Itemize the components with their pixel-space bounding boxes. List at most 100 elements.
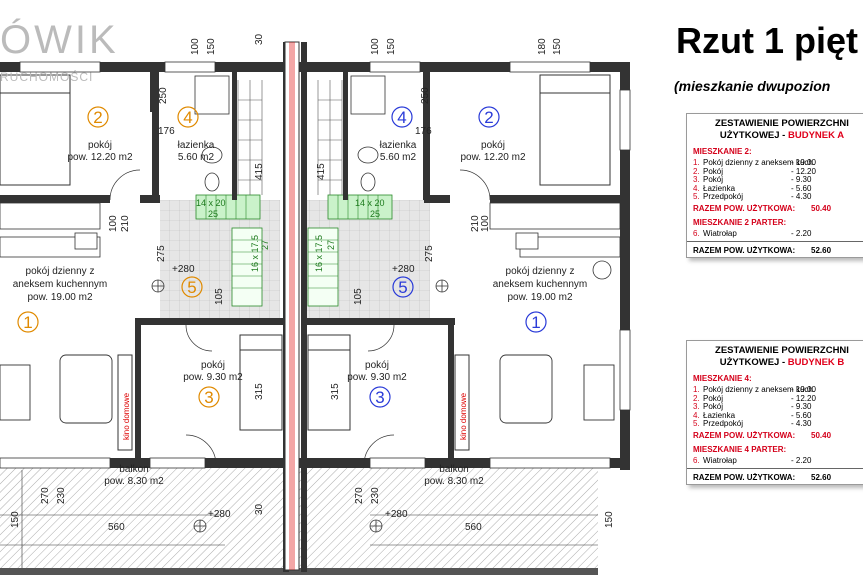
staircase-left xyxy=(195,194,263,307)
stair-label: 27 xyxy=(326,240,336,250)
dim-label: 270 xyxy=(354,487,365,504)
section-label: MIESZKANIE 2: xyxy=(693,147,752,156)
room-area: 5.60 m2 xyxy=(380,152,417,163)
room-area: pow. 12.20 m2 xyxy=(67,152,132,163)
area-row: 1.Pokój dzienny z aneksem kuch.- 19.00 xyxy=(693,158,816,167)
room-number: 1 xyxy=(23,313,32,332)
dim-label: 275 xyxy=(424,245,435,262)
staircase-right xyxy=(307,194,393,307)
room-number: 5 xyxy=(398,278,407,297)
elevation-mark: +280 xyxy=(392,264,415,275)
balcony-area: pow. 8.30 m2 xyxy=(424,476,484,487)
bed-small-right xyxy=(307,334,351,431)
card-heading: ZESTAWIENIE POWIERZCHNI xyxy=(715,118,849,129)
building-label: BUDYNEK A xyxy=(787,130,845,141)
room-number: 4 xyxy=(183,108,192,127)
brand-logo-sub: RUCHOMOŚCI xyxy=(0,70,94,84)
dim-label: 150 xyxy=(10,511,21,528)
area-summary-card-a: ZESTAWIENIE POWIERZCHNI UŻYTKOWEJ - BUDY… xyxy=(686,113,863,258)
room-label: aneksem kuchennym xyxy=(493,279,588,290)
card-heading: UŻYTKOWEJ - xyxy=(719,130,788,141)
room-label: pokój dzienny z xyxy=(26,266,95,277)
stair-label: 25 xyxy=(370,209,380,219)
room-area: pow. 9.30 m2 xyxy=(183,372,243,383)
bathroom-left xyxy=(194,75,230,192)
dim-label: 315 xyxy=(254,383,265,400)
room-label: pokój xyxy=(481,140,505,151)
area-row: 3.Pokój- 9.30 xyxy=(693,175,812,185)
stair-label: 27 xyxy=(260,240,270,250)
dim-label: 100 xyxy=(190,38,201,55)
room-number: 3 xyxy=(204,388,213,407)
section-label: MIESZKANIE 4: xyxy=(693,374,752,383)
dim-label: 105 xyxy=(214,288,225,305)
sofa-left xyxy=(59,354,113,424)
room-label: aneksem kuchennym xyxy=(13,279,108,290)
dim-label: 150 xyxy=(552,38,563,55)
dim-label: 100 xyxy=(480,215,491,232)
dim-label: 560 xyxy=(465,522,482,533)
room-label: pokój xyxy=(201,360,225,371)
dim-label: 105 xyxy=(353,288,364,305)
room-area: pow. 12.20 m2 xyxy=(460,152,525,163)
card-heading: ZESTAWIENIE POWIERZCHNI xyxy=(715,345,849,356)
area-row: 4.Łazienka- 5.60 xyxy=(693,183,812,193)
table-left xyxy=(0,364,31,421)
dim-label: 315 xyxy=(330,383,341,400)
area-summary-card-b: ZESTAWIENIE POWIERZCHNI UŻYTKOWEJ - BUDY… xyxy=(686,340,863,485)
elevation-mark: +280 xyxy=(172,264,195,275)
tv-stand-right xyxy=(454,354,470,451)
area-row: 3.Pokój- 9.30 xyxy=(693,402,812,412)
kino-label: kino domowe xyxy=(122,392,131,440)
area-row: 4.Łazienka- 5.60 xyxy=(693,410,812,420)
room-area: pow. 9.30 m2 xyxy=(347,372,407,383)
room-label: pokój xyxy=(365,360,389,371)
table-right xyxy=(583,364,615,421)
page-title: Rzut 1 pięt xyxy=(676,20,859,61)
dim-label: 150 xyxy=(604,511,615,528)
brand-logo: ÓWIK xyxy=(0,18,119,62)
bed-right xyxy=(539,74,611,186)
room-number: 3 xyxy=(375,388,384,407)
card-heading: UŻYTKOWEJ - xyxy=(719,357,788,368)
dim-label: 30 xyxy=(254,503,265,515)
stair-label: 14 x 20 xyxy=(355,198,385,208)
room-label: łazienka xyxy=(178,140,215,151)
room-label: pokój dzienny z xyxy=(506,266,575,277)
balcony-area: pow. 8.30 m2 xyxy=(104,476,164,487)
floor-plan: 2 4 4 2 1 1 3 3 5 5 pokój pow. 12.20 m2 … xyxy=(0,33,631,575)
dim-label: 275 xyxy=(156,245,167,262)
dim-label: 230 xyxy=(56,487,67,504)
room-label: pokój xyxy=(88,140,112,151)
room-label: łazienka xyxy=(380,140,417,151)
dim-label: 100 xyxy=(370,38,381,55)
section-label: MIESZKANIE 4 PARTER: xyxy=(693,444,787,454)
dim-label: 560 xyxy=(108,522,125,533)
sofa-right xyxy=(499,354,553,424)
dim-label: 150 xyxy=(206,38,217,55)
room-number: 2 xyxy=(93,108,102,127)
room-area: pow. 19.00 m2 xyxy=(27,292,92,303)
stair-label: 16 x 17.5 xyxy=(250,235,260,272)
stair-label: 16 x 17.5 xyxy=(314,235,324,272)
room-number: 5 xyxy=(187,278,196,297)
dim-label: 176 xyxy=(415,126,432,137)
dim-label: 30 xyxy=(254,33,265,45)
area-row: 6.Wiatrołap- 2.20 xyxy=(693,228,812,238)
area-row: 6.Wiatrołap- 2.20 xyxy=(693,455,812,465)
bed-left xyxy=(0,74,71,186)
dim-label: 415 xyxy=(316,163,327,180)
room-number: 1 xyxy=(531,313,540,332)
elevation-mark: +280 xyxy=(208,509,231,520)
building-label: BUDYNEK B xyxy=(787,357,845,368)
grand-total-row: RAZEM POW. UŻYTKOWA:52.60 xyxy=(693,245,832,255)
elevation-mark: +280 xyxy=(385,509,408,520)
stair-label: 25 xyxy=(208,209,218,219)
area-row: 5.Przedpokój- 4.30 xyxy=(693,192,812,202)
grand-total-row: RAZEM POW. UŻYTKOWA:52.60 xyxy=(693,472,832,482)
dim-label: 270 xyxy=(40,487,51,504)
kino-label: kino domowe xyxy=(459,392,468,440)
dim-label: 180 xyxy=(537,38,548,55)
total-row: RAZEM POW. UŻYTKOWA:50.40 xyxy=(693,203,832,213)
dim-label: 250 xyxy=(158,87,169,104)
